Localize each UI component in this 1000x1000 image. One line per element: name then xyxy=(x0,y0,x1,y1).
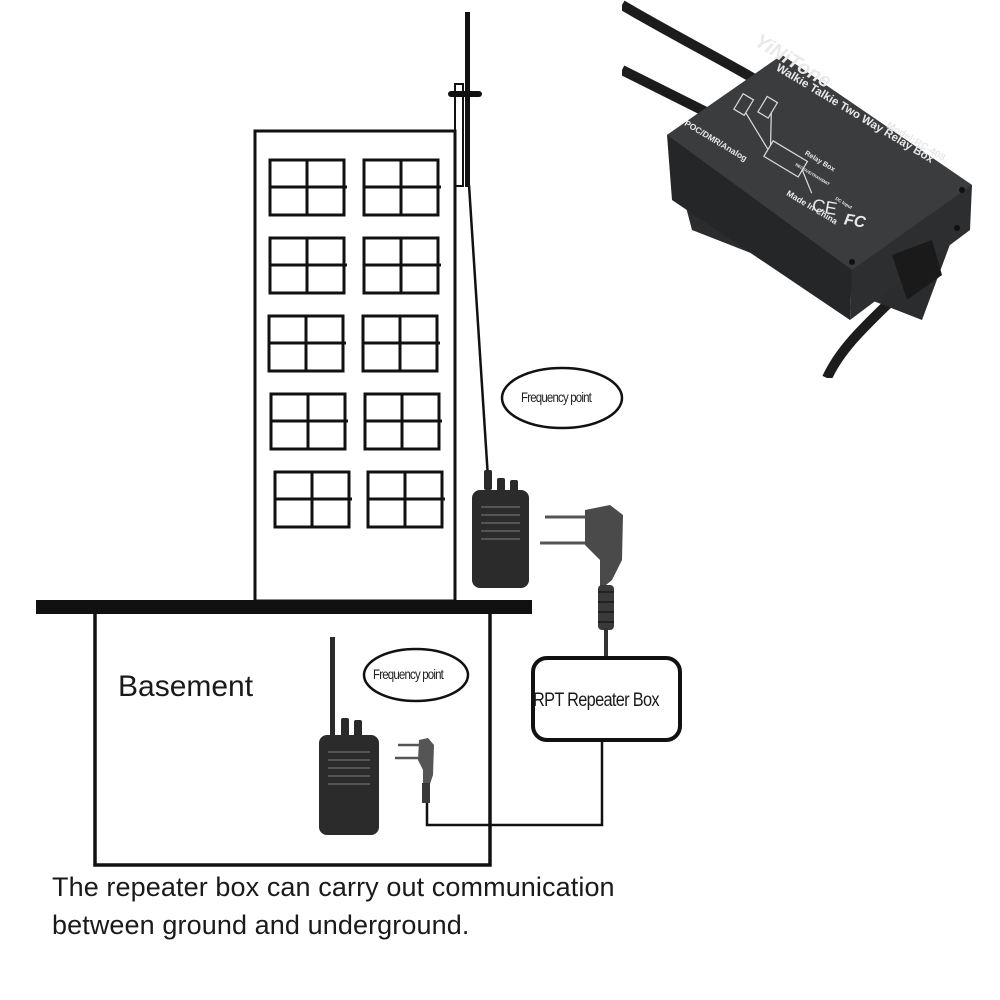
dc-plug-icon xyxy=(892,240,942,300)
frequency-point-label-basement: Frequency point xyxy=(373,666,444,682)
repeater-box-label: RPT Repeater Box xyxy=(533,690,660,711)
basement-room xyxy=(93,610,492,867)
building-windows xyxy=(267,158,445,529)
product-photo: YiNiTone Walkie Talkie Two Way Relay Box… xyxy=(622,0,1000,378)
plug-connector-basement-icon xyxy=(395,738,434,803)
caption-line-2: between ground and underground. xyxy=(52,910,470,940)
basement-label: Basement xyxy=(118,670,254,703)
walkie-talkie-basement-icon xyxy=(319,637,379,835)
roof-antenna-icon xyxy=(448,12,490,479)
caption-line-1: The repeater box can carry out communica… xyxy=(52,872,615,902)
frequency-point-label-ground: Frequency point xyxy=(521,389,592,405)
repeater-cable xyxy=(425,740,604,827)
relay-box-device xyxy=(622,0,972,378)
repeater-box xyxy=(531,656,682,742)
caption: The repeater box can carry out communica… xyxy=(52,868,615,944)
frequency-bubble-basement xyxy=(362,647,470,703)
walkie-talkie-icon xyxy=(472,470,529,588)
plug-connector-icon xyxy=(540,505,623,660)
device-top xyxy=(667,55,972,270)
frequency-bubble-ground xyxy=(500,366,624,430)
building xyxy=(253,129,457,603)
schematic-icon xyxy=(733,92,813,194)
fcc-mark-icon: FC xyxy=(842,211,867,232)
